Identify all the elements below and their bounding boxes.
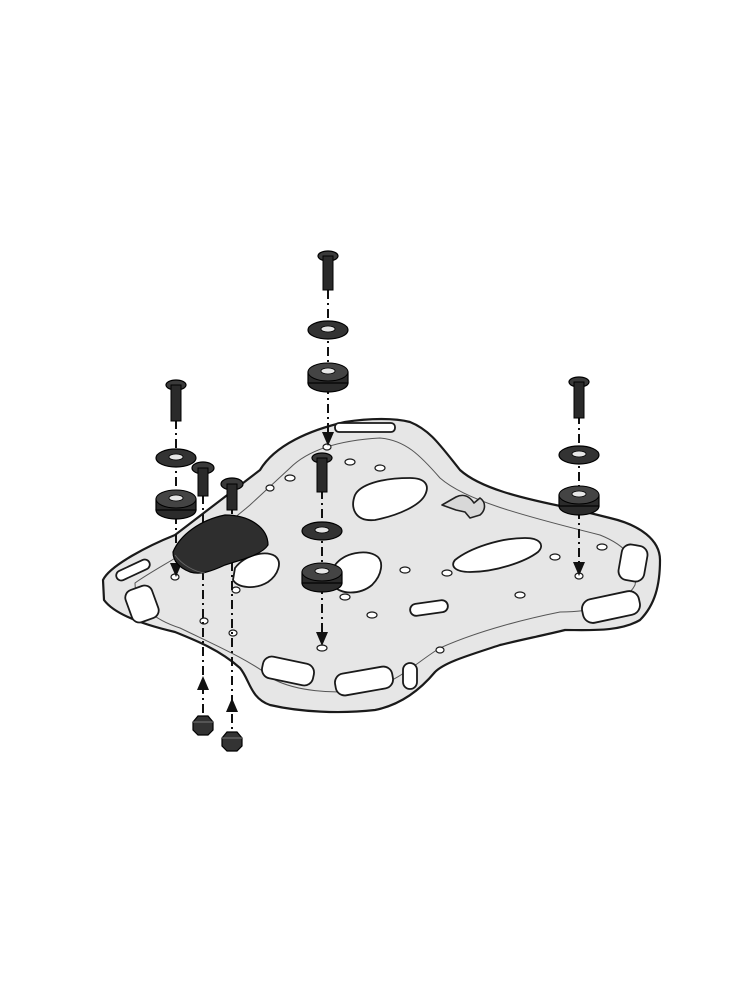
arrowheads [170, 432, 585, 712]
top-slot [334, 422, 396, 433]
adapter-block [172, 514, 269, 574]
washer-top-center [307, 320, 349, 340]
plate-cutout-1 [352, 477, 428, 521]
edge-slot-bottom-1 [261, 655, 315, 687]
brand-logo-icon [441, 494, 486, 519]
edge-slot-left [124, 584, 160, 624]
nut-1 [192, 715, 214, 736]
center-slot [409, 599, 449, 617]
arrow-down-icon [316, 632, 328, 646]
edge-slot-right-1 [581, 590, 641, 624]
arrow-down-icon [170, 563, 182, 577]
grommet-center [301, 562, 343, 593]
bolt-center [311, 452, 333, 493]
rack-plate [101, 417, 662, 714]
grommet-right [558, 485, 600, 516]
nut-2 [221, 731, 243, 752]
arrow-up-icon [226, 698, 238, 712]
edge-slot-right-2 [617, 543, 649, 583]
edge-slot-bottom-2 [334, 665, 394, 697]
grommet-top-center [307, 362, 349, 393]
washer-center [301, 521, 343, 541]
washer-left [155, 448, 197, 468]
grommet-left [155, 489, 197, 520]
arrow-down-icon [322, 432, 334, 446]
bolt-right [568, 376, 590, 419]
bolt-top-center [317, 250, 339, 291]
arrow-down-icon [573, 562, 585, 576]
plate-cutout-2 [452, 537, 542, 573]
arrow-up-icon [197, 676, 209, 690]
washer-right [558, 445, 600, 465]
bolt-adapter-2 [220, 477, 244, 511]
bolt-adapter-1 [191, 461, 215, 497]
bolt-left [165, 379, 187, 422]
edge-slot-bottom-3 [402, 662, 418, 690]
edge-slot-left-2 [115, 558, 151, 582]
